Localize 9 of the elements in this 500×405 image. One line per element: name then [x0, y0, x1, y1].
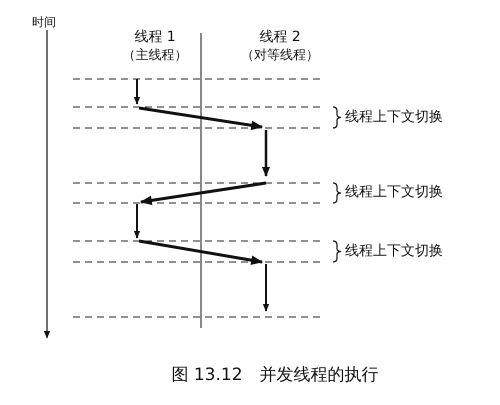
column-header: 线程 2 [259, 29, 301, 46]
brace-label: 线程上下文切换 [345, 184, 443, 201]
brace-label: 线程上下文切换 [345, 243, 443, 260]
column-subheader: （主线程） [122, 48, 188, 64]
column-header: 线程 1 [134, 29, 176, 46]
brace-label: 线程上下文切换 [345, 109, 443, 126]
axis-label: 时间 [32, 15, 56, 30]
figure-caption: 图 13.12 并发线程的执行 [171, 365, 379, 386]
column-subheader: （对等线程） [241, 48, 319, 64]
